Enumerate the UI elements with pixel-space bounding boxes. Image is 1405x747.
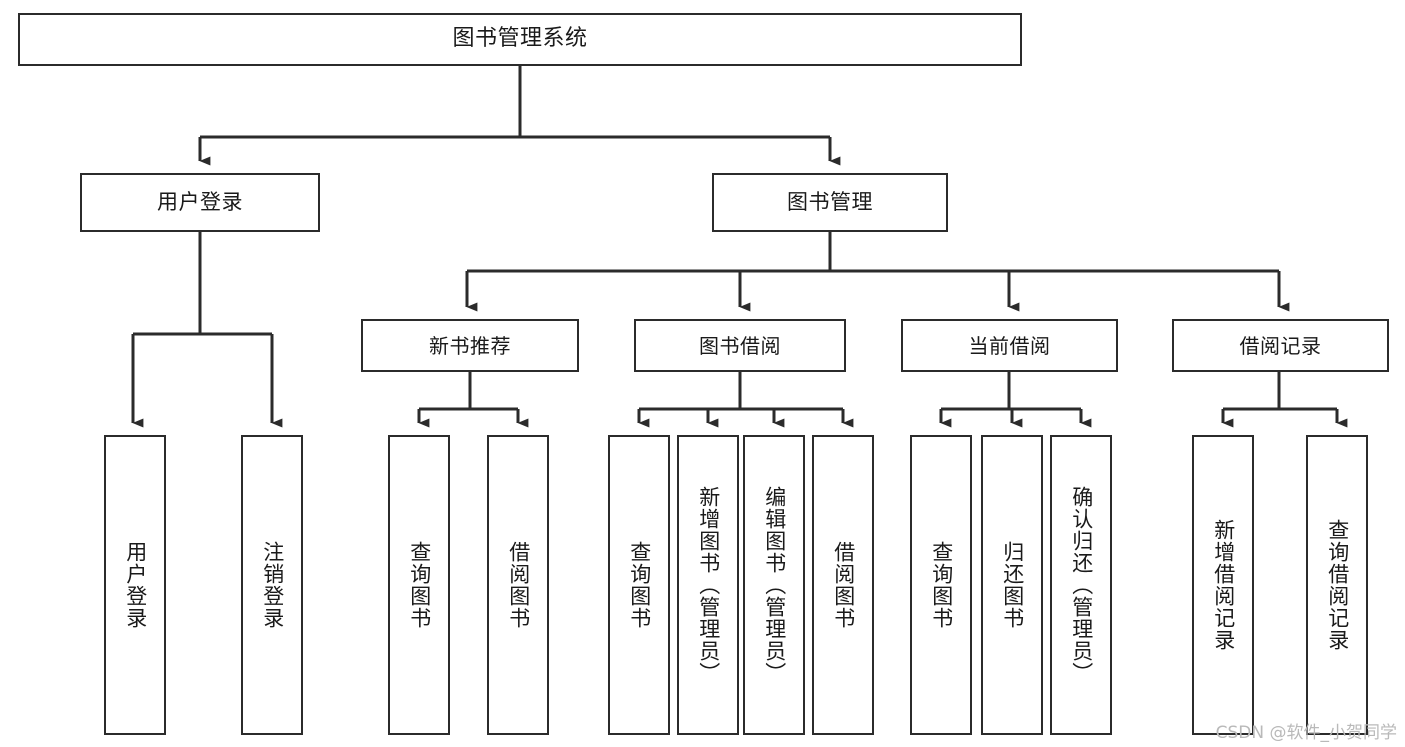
node-leaf-borrow-book-2[interactable]: 借阅图书 — [812, 435, 874, 735]
edge-bookborrow-to-leaves — [637, 372, 854, 428]
edge-root-to-level1 — [198, 66, 841, 166]
node-label: 借阅图书 — [831, 541, 856, 629]
node-label: 用户登录 — [123, 541, 148, 629]
edge-newbook-to-leaves — [417, 372, 529, 428]
node-label: 编辑图书（管理员） — [762, 486, 787, 684]
node-label: 图书管理 — [787, 189, 873, 214]
node-leaf-add-record[interactable]: 新增借阅记录 — [1192, 435, 1254, 735]
node-label: 新书推荐 — [429, 333, 511, 358]
node-leaf-query-book-3[interactable]: 查询图书 — [910, 435, 972, 735]
node-borrow-record[interactable]: 借阅记录 — [1172, 319, 1389, 372]
node-root-system[interactable]: 图书管理系统 — [18, 13, 1022, 66]
node-leaf-user-logout[interactable]: 注销登录 — [241, 435, 303, 735]
node-label: 查询借阅记录 — [1325, 519, 1350, 651]
node-label: 当前借阅 — [968, 333, 1051, 358]
node-label: 新增借阅记录 — [1211, 519, 1236, 651]
node-leaf-return-book[interactable]: 归还图书 — [981, 435, 1043, 735]
node-label: 查询图书 — [627, 541, 652, 629]
node-user-login[interactable]: 用户登录 — [80, 173, 320, 232]
edge-bookmanage-to-level2 — [465, 232, 1290, 312]
edge-currentborrow-to-leaves — [939, 372, 1092, 428]
node-leaf-edit-book[interactable]: 编辑图书（管理员） — [743, 435, 805, 735]
node-leaf-borrow-book-1[interactable]: 借阅图书 — [487, 435, 549, 735]
node-leaf-user-login[interactable]: 用户登录 — [104, 435, 166, 735]
node-label: 归还图书 — [1000, 541, 1025, 629]
edge-userlogin-to-leaves — [131, 232, 283, 428]
node-label: 借阅图书 — [506, 541, 531, 629]
node-leaf-query-book-1[interactable]: 查询图书 — [388, 435, 450, 735]
node-leaf-query-book-2[interactable]: 查询图书 — [608, 435, 670, 735]
node-book-borrow[interactable]: 图书借阅 — [634, 319, 846, 372]
node-leaf-add-book[interactable]: 新增图书（管理员） — [677, 435, 739, 735]
node-label: 用户登录 — [157, 189, 243, 214]
node-label: 图书借阅 — [699, 333, 781, 358]
node-label: 查询图书 — [407, 541, 432, 629]
node-current-borrow[interactable]: 当前借阅 — [901, 319, 1118, 372]
node-label: 查询图书 — [929, 541, 954, 629]
node-new-book-recommend[interactable]: 新书推荐 — [361, 319, 579, 372]
edge-borrowrecord-to-leaves — [1221, 372, 1348, 428]
node-book-manage[interactable]: 图书管理 — [712, 173, 948, 232]
node-label: 新增图书（管理员） — [696, 486, 721, 684]
node-label: 确认归还（管理员） — [1069, 486, 1094, 684]
node-label: 注销登录 — [260, 541, 285, 629]
node-label: 借阅记录 — [1239, 333, 1322, 358]
node-leaf-confirm-return[interactable]: 确认归还（管理员） — [1050, 435, 1112, 735]
node-label: 图书管理系统 — [452, 26, 588, 52]
node-leaf-query-record[interactable]: 查询借阅记录 — [1306, 435, 1368, 735]
